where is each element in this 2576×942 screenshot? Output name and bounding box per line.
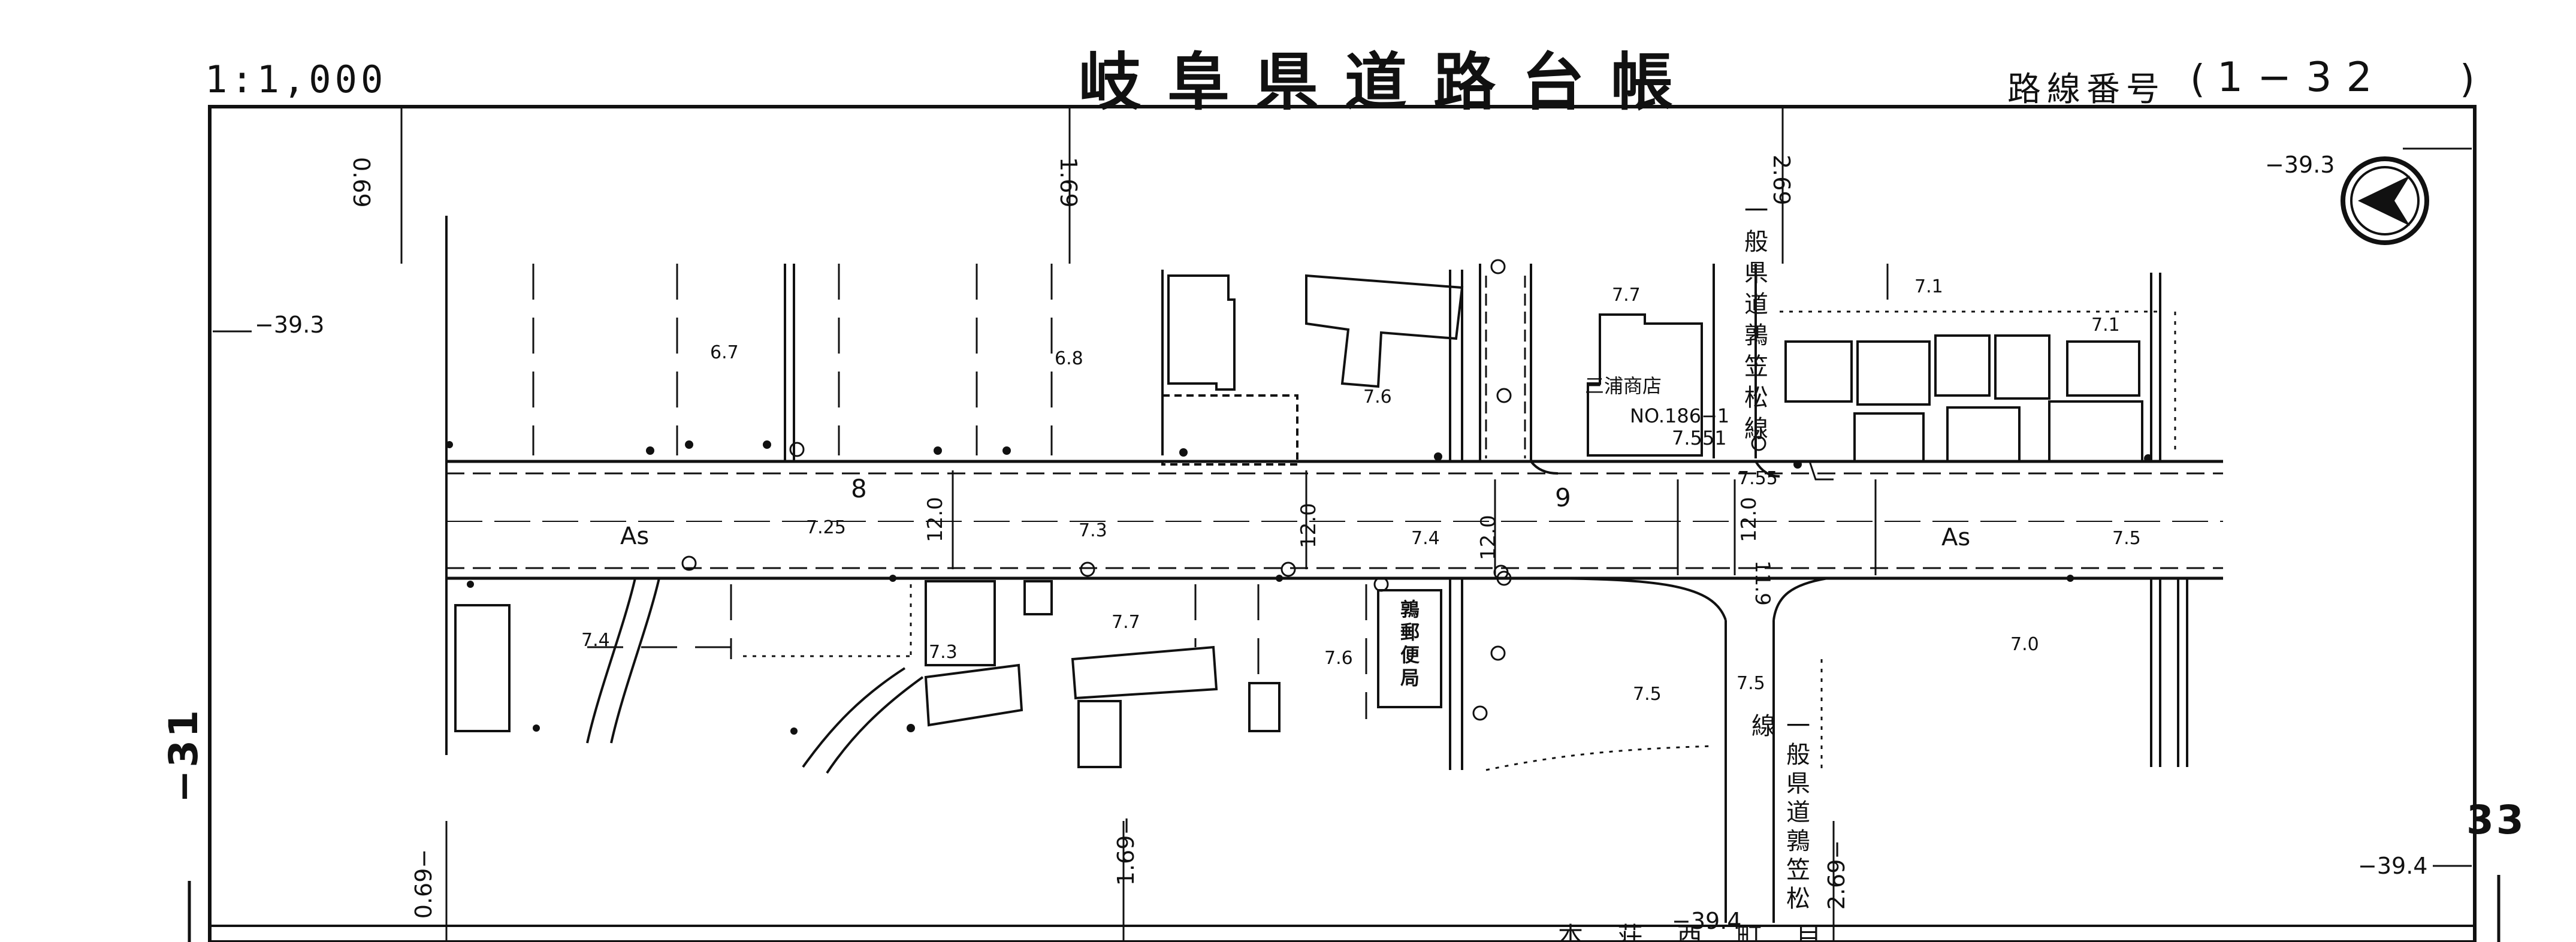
benchmark-value: 7.551	[1672, 427, 1727, 449]
dotted-boundaries	[743, 310, 2176, 773]
side-streets	[445, 216, 2188, 774]
elev-r3: 7.4	[1411, 528, 1440, 549]
benchmark-number: NO.186−1	[1630, 404, 1729, 427]
grid-label-y-left: −39.3	[255, 312, 324, 338]
bottom-sheet-text: 本 荘 西 町 目	[1558, 922, 1834, 942]
spot-elevations: 6.7 6.8 7.6 7.7 7.1 7.1 7.25 7.3 7.4 7.5…	[581, 276, 2141, 705]
route-number-value: 1−32	[2217, 54, 2387, 101]
post-office-label: 鶉郵便局	[1397, 599, 1420, 690]
road-width-2: 12.0	[1297, 503, 1321, 548]
north-arrow-icon	[2341, 156, 2429, 245]
route-paren-close: )	[2460, 58, 2475, 102]
shop-label: 三浦商店	[1585, 375, 1662, 397]
cross-road-north-label: 一般県道鶉笠松線	[1740, 198, 1768, 447]
grid-label-x-top-3: 2.69	[1768, 155, 1795, 206]
cross-road	[1479, 264, 1834, 923]
grid-label-x-bottom-1: 0.69−	[410, 849, 437, 919]
elev-n4: 7.7	[1612, 285, 1641, 306]
elev-n2: 6.8	[1055, 348, 1083, 369]
grid-label-y-right-top: −39.3	[2265, 152, 2335, 178]
station-8: 8	[851, 474, 867, 503]
cross-road-south-label: 一般県道鶉笠松線	[1747, 713, 1810, 914]
parcel-lines	[532, 264, 1889, 719]
road-width-3: 12.0	[1476, 515, 1500, 560]
elev-r1: 7.25	[806, 517, 846, 538]
elev-s2: 7.3	[929, 642, 958, 663]
road-markers	[446, 440, 2152, 735]
route-number-label: 路線番号	[2007, 70, 2166, 109]
elev-n1: 6.7	[710, 342, 739, 363]
map-frame	[208, 105, 2477, 942]
map-scale: 1:1,000	[205, 58, 387, 101]
elev-s7: 7.0	[2010, 634, 2039, 655]
buildings	[454, 274, 2143, 768]
surface-label-left: As	[620, 523, 649, 550]
grid-label-x-bottom-3: 2.69−	[1823, 840, 1850, 910]
road-width-1: 12.0	[923, 497, 947, 542]
elev-r5: 7.5	[2112, 528, 2141, 549]
marker-circles	[681, 259, 1766, 721]
elev-s6: 7.5	[1737, 673, 1765, 694]
elev-r2: 7.3	[1079, 520, 1107, 541]
width-dimension-lines	[952, 470, 1877, 575]
main-road	[446, 460, 2223, 580]
elev-s1: 7.4	[581, 630, 610, 651]
grid-label-x-top-2: 1.69	[1055, 157, 1082, 208]
surface-label-right: As	[1941, 524, 1970, 551]
elev-n6: 7.1	[2091, 315, 2120, 336]
grid-label-y-bottom: −39.4	[1672, 908, 1741, 934]
route-paren-open: (	[2190, 58, 2205, 102]
elev-s3: 7.7	[1112, 612, 1140, 633]
grid-label-x-bottom-2: 1.69−	[1113, 816, 1139, 886]
elev-s4: 7.6	[1324, 648, 1353, 669]
elev-n3: 7.6	[1363, 387, 1392, 407]
elev-s5: 7.5	[1633, 684, 1662, 705]
grid-lines	[213, 107, 2472, 942]
road-width-4: 12.0	[1737, 497, 1761, 542]
grid-label-x-top-1: 0.69	[348, 157, 375, 208]
grid-label-y-right-bottom: −39.4	[2358, 853, 2427, 879]
road-width-5: 11.9	[1750, 560, 1774, 606]
elev-n5: 7.1	[1914, 276, 1943, 297]
station-9: 9	[1555, 483, 1571, 512]
elev-r4: 7.55	[1738, 468, 1778, 489]
